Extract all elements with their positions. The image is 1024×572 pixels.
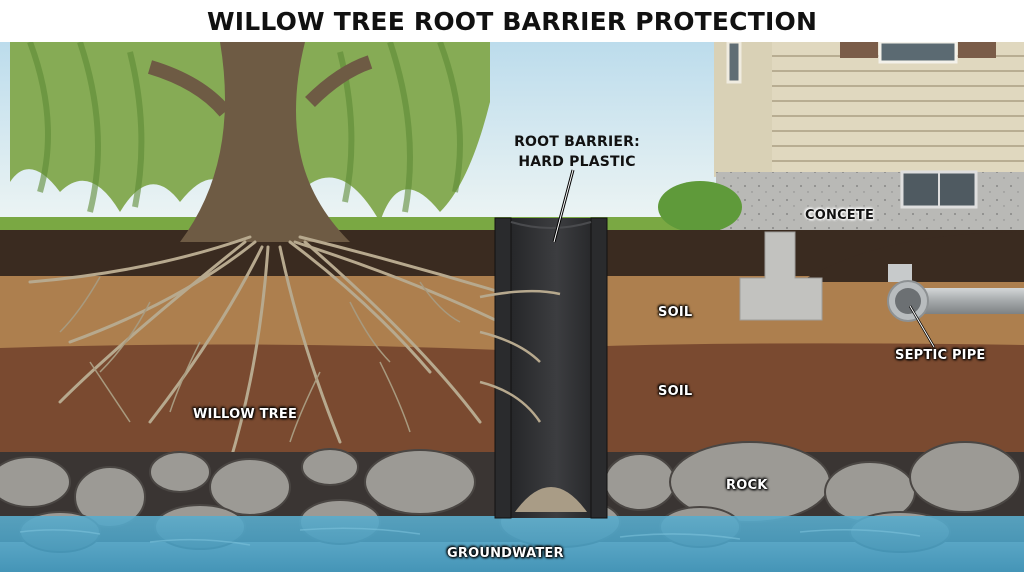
root-barrier-label-line2: HARD PLASTIC xyxy=(518,154,636,170)
septic-pipe xyxy=(887,264,1024,348)
diagram-scene: ROOT BARRIER: HARD PLASTIC CONCETE SOIL … xyxy=(0,42,1024,572)
diagram-title: WILLOW TREE ROOT BARRIER PROTECTION xyxy=(206,6,818,36)
root-barrier-label-line1: ROOT BARRIER: xyxy=(514,134,640,150)
concrete-footing xyxy=(739,231,823,321)
soil-lower-label: SOIL xyxy=(658,384,693,399)
root-barrier xyxy=(479,169,608,519)
tree-trunk-and-roots xyxy=(28,42,522,464)
title-bar: WILLOW TREE ROOT BARRIER PROTECTION xyxy=(0,0,1024,42)
root-barrier-label: ROOT BARRIER: HARD PLASTIC xyxy=(512,132,642,172)
concrete-label: CONCETE xyxy=(805,208,875,223)
rock-label: ROCK xyxy=(726,478,768,493)
soil-upper-label: SOIL xyxy=(658,305,693,320)
illustration xyxy=(0,42,1024,572)
willow-tree-label: WILLOW TREE xyxy=(193,407,298,422)
grass xyxy=(0,217,720,232)
groundwater-label: GROUNDWATER xyxy=(447,546,564,561)
shrub xyxy=(658,181,742,233)
groundwater xyxy=(0,516,1024,572)
septic-pipe-label: SEPTIC PIPE xyxy=(895,348,986,363)
